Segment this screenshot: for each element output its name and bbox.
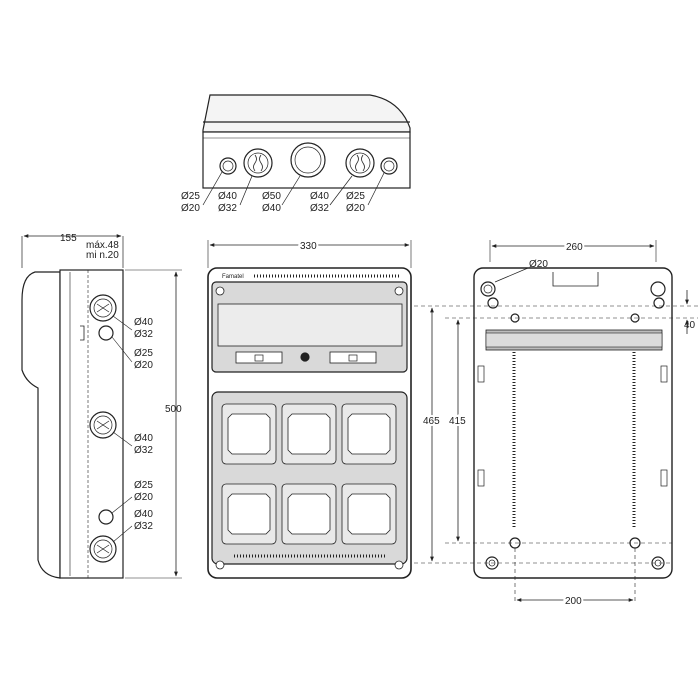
side-gland-5-outer: Ø40: [134, 509, 153, 520]
side-gland-icon: [98, 325, 114, 341]
side-gland-3-inner: Ø32: [134, 445, 153, 456]
top-gland-4-outer: Ø40: [310, 191, 329, 202]
side-gland-4-inner: Ø20: [134, 492, 153, 503]
back-bottom-spacing-dim: 200: [565, 596, 582, 607]
gland-hole-icon: [345, 148, 375, 178]
side-view-lid: [21, 271, 61, 579]
side-view-body: [59, 269, 124, 579]
side-gland-3-outer: Ø40: [134, 433, 153, 444]
back-offset-dim: 40: [684, 320, 696, 331]
side-gland-5-inner: Ø32: [134, 521, 153, 532]
side-gland-2-inner: Ø20: [134, 360, 153, 371]
side-height-dim: 500: [165, 404, 182, 415]
top-gland-5-outer: Ø25: [346, 191, 365, 202]
top-view-labels: Ø25 Ø20 Ø40 Ø32 Ø50 Ø40 Ø40 Ø32 Ø25 Ø20: [181, 191, 365, 214]
side-view-labels: 155 máx.48 mi n.20 500 Ø40 Ø32 Ø25 Ø20 Ø…: [60, 233, 182, 532]
back-height-outer-dim: 465: [423, 416, 440, 427]
back-width-dim: 260: [566, 242, 583, 253]
side-gland-icon: [89, 294, 117, 322]
side-gland-icon: [98, 509, 114, 525]
indicator-icon: [300, 352, 310, 362]
back-enclosure: [473, 267, 673, 579]
top-gland-2-outer: Ø40: [218, 191, 237, 202]
screw-icon: [394, 560, 404, 570]
top-gland-1-inner: Ø20: [181, 203, 200, 214]
screw-icon: [215, 560, 225, 570]
top-gland-1-outer: Ø25: [181, 191, 200, 202]
screw-icon: [215, 286, 225, 296]
gland-hole-icon: [290, 142, 326, 178]
side-gland-icon: [89, 411, 117, 439]
gland-hole-icon: [219, 157, 237, 175]
back-hole-label: Ø20: [529, 259, 548, 270]
mounting-hole-icon: [487, 297, 499, 309]
top-gland-2-inner: Ø32: [218, 203, 237, 214]
side-gland-1-inner: Ø32: [134, 329, 153, 340]
front-view: [207, 240, 412, 579]
top-gland-3-outer: Ø50: [262, 191, 281, 202]
top-view-body: [202, 131, 411, 189]
front-brand-label: Famatel: [222, 274, 244, 280]
top-view-lid: [202, 94, 411, 133]
top-gland-4-inner: Ø32: [310, 203, 329, 214]
gland-hole-icon: [380, 157, 398, 175]
mounting-hole-icon: [650, 281, 666, 297]
side-depth-dim: 155: [60, 233, 77, 244]
back-height-inner-dim: 415: [449, 416, 466, 427]
breaker-slot: [235, 351, 283, 364]
mounting-hole-icon: [480, 281, 496, 297]
side-gland-1-outer: Ø40: [134, 317, 153, 328]
top-gland-5-inner: Ø20: [346, 203, 365, 214]
side-view: [21, 234, 182, 579]
back-view-labels: 260 Ø20 40 465 415 200: [421, 240, 696, 609]
side-gland-icon: [89, 535, 117, 563]
screw-icon: [394, 286, 404, 296]
front-display-window: [217, 303, 403, 347]
mounting-hole-icon: [653, 297, 665, 309]
breaker-slot: [329, 351, 377, 364]
gland-hole-icon: [243, 148, 273, 178]
side-gland-4-outer: Ø25: [134, 480, 153, 491]
front-width-dim: 330: [300, 241, 317, 252]
side-note-max: máx.48: [86, 240, 119, 251]
side-gland-2-outer: Ø25: [134, 348, 153, 359]
top-gland-3-inner: Ø40: [262, 203, 281, 214]
side-note-min: mi n.20: [86, 250, 119, 261]
top-view: [202, 94, 411, 206]
back-view: [414, 240, 698, 604]
